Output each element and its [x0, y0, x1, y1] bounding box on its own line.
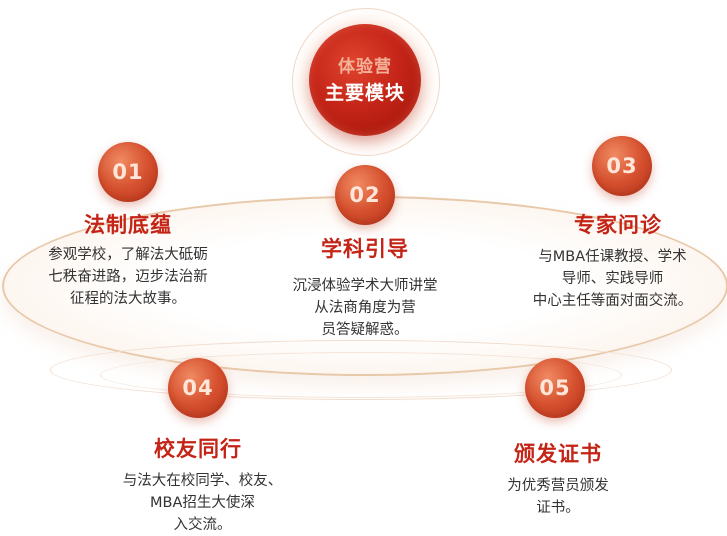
description-line: 中心主任等面对面交流。	[532, 293, 693, 309]
module-number-badge: 04	[168, 358, 228, 418]
central-hub: 体验营 主要模块	[309, 24, 421, 136]
module-number-badge: 02	[335, 165, 395, 225]
module-description: 与法大在校同学、校友、 MBA招生大使深 入交流。	[90, 470, 315, 536]
module-description: 参观学校，了解法大砥砺 七秩奋进路，迈步法治新 征程的法大故事。	[10, 244, 246, 310]
description-line: 与法大在校同学、校友、	[122, 473, 283, 489]
description-line: 征程的法大故事。	[70, 291, 186, 307]
module-title: 法制底蕴	[84, 213, 172, 237]
module-title: 学科引导	[321, 237, 409, 261]
module-description: 为优秀营员颁发 证书。	[470, 475, 646, 519]
module-number-badge: 05	[525, 358, 585, 418]
description-line: 入交流。	[173, 517, 232, 533]
description-line: 从法商角度为营	[314, 300, 416, 316]
module-description: 与MBA任课教授、学术 导师、实践导师 中心主任等面对面交流。	[500, 246, 725, 312]
module-title: 校友同行	[154, 437, 242, 461]
description-line: 参观学校，了解法大砥砺	[48, 247, 208, 263]
module-number-badge: 01	[98, 142, 158, 202]
description-line: 为优秀营员颁发	[507, 478, 609, 494]
description-line: 导师、实践导师	[561, 271, 664, 287]
hub-title: 主要模块	[324, 82, 405, 104]
description-line: 员答疑解惑。	[321, 322, 409, 338]
module-title: 颁发证书	[514, 442, 602, 466]
description-line: 七秩奋进路，迈步法治新	[48, 269, 208, 285]
module-description: 沉浸体验学术大师讲堂 从法商角度为营 员答疑解惑。	[265, 275, 465, 341]
module-number-badge: 03	[592, 136, 652, 196]
module-title: 专家问诊	[574, 213, 662, 237]
description-line: 沉浸体验学术大师讲堂	[292, 278, 438, 294]
description-line: MBA招生大使深	[150, 495, 255, 511]
description-line: 证书。	[536, 500, 580, 516]
description-line: 与MBA任课教授、学术	[538, 249, 687, 265]
hub-subtitle: 体验营	[338, 57, 392, 77]
